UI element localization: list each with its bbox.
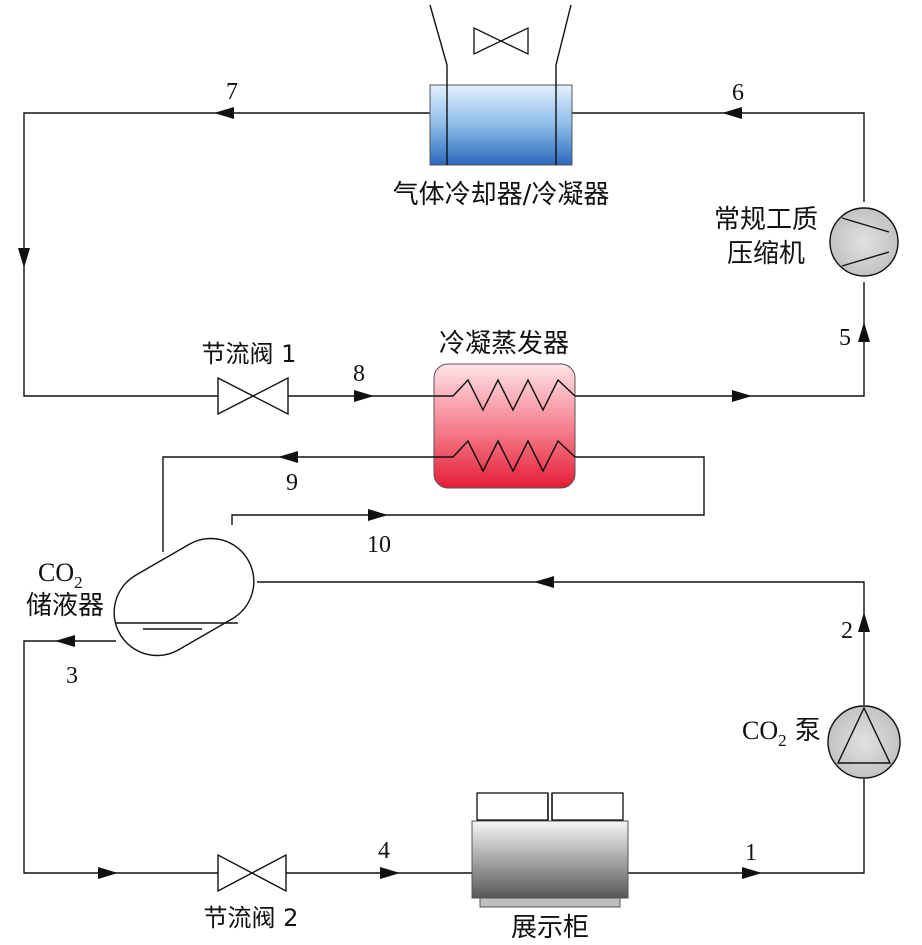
condensing-evaporator	[433, 363, 576, 489]
arrow-8	[354, 390, 374, 402]
compressor-label-line2: 压缩机	[727, 239, 805, 269]
gas-cooler-label: 气体冷却器/冷凝器	[393, 180, 610, 210]
state-point-2: 2	[841, 618, 853, 644]
arrow-1	[742, 867, 762, 879]
display-cabinet	[471, 792, 629, 908]
condensing-evaporator-label: 冷凝蒸发器	[439, 329, 569, 359]
arrow-3	[55, 635, 75, 647]
arrow-2	[858, 612, 870, 632]
arrow-left-down	[18, 248, 30, 268]
arrow-5	[858, 322, 870, 342]
arrow-7	[214, 107, 234, 119]
co2-pump-label: CO2 泵	[742, 716, 821, 750]
co2-receiver-label-line2: 储液器	[26, 591, 104, 621]
throttle-valve-1-icon	[217, 376, 289, 416]
compressor-label-line1: 常规工质	[714, 205, 818, 235]
co2-loop-pipes	[23, 456, 865, 874]
gas-cooler	[429, 4, 573, 166]
state-point-10: 10	[367, 532, 391, 558]
arrow-6	[722, 107, 742, 119]
co2-receiver	[113, 537, 255, 657]
state-point-7: 7	[226, 79, 238, 105]
compressor-icon	[829, 207, 899, 277]
arrow-2-top	[534, 576, 554, 588]
arrow-4	[380, 867, 400, 879]
throttle-valve-2-icon	[217, 853, 287, 893]
state-point-labels: 7 6 8 5 9 10 2 3 4 1	[66, 79, 853, 866]
co2-pump-icon	[827, 705, 901, 779]
state-point-5: 5	[839, 325, 851, 351]
arrow-9	[278, 451, 298, 463]
co2-receiver-label-line1: CO2	[38, 558, 83, 592]
state-point-8: 8	[353, 361, 365, 387]
fan-icon	[473, 26, 529, 56]
state-point-3: 3	[66, 663, 78, 689]
throttle-valve-1-label: 节流阀 1	[202, 340, 297, 368]
display-cabinet-label: 展示柜	[511, 913, 589, 943]
state-point-9: 9	[286, 470, 298, 496]
flow-arrows	[18, 107, 870, 879]
arrow-3-right	[98, 867, 118, 879]
arrow-10	[368, 509, 388, 521]
throttle-valve-2-label: 节流阀 2	[204, 904, 299, 932]
state-point-4: 4	[378, 838, 390, 864]
state-point-6: 6	[732, 80, 744, 106]
arrow-evap-out	[732, 390, 752, 402]
state-point-1: 1	[745, 840, 757, 866]
